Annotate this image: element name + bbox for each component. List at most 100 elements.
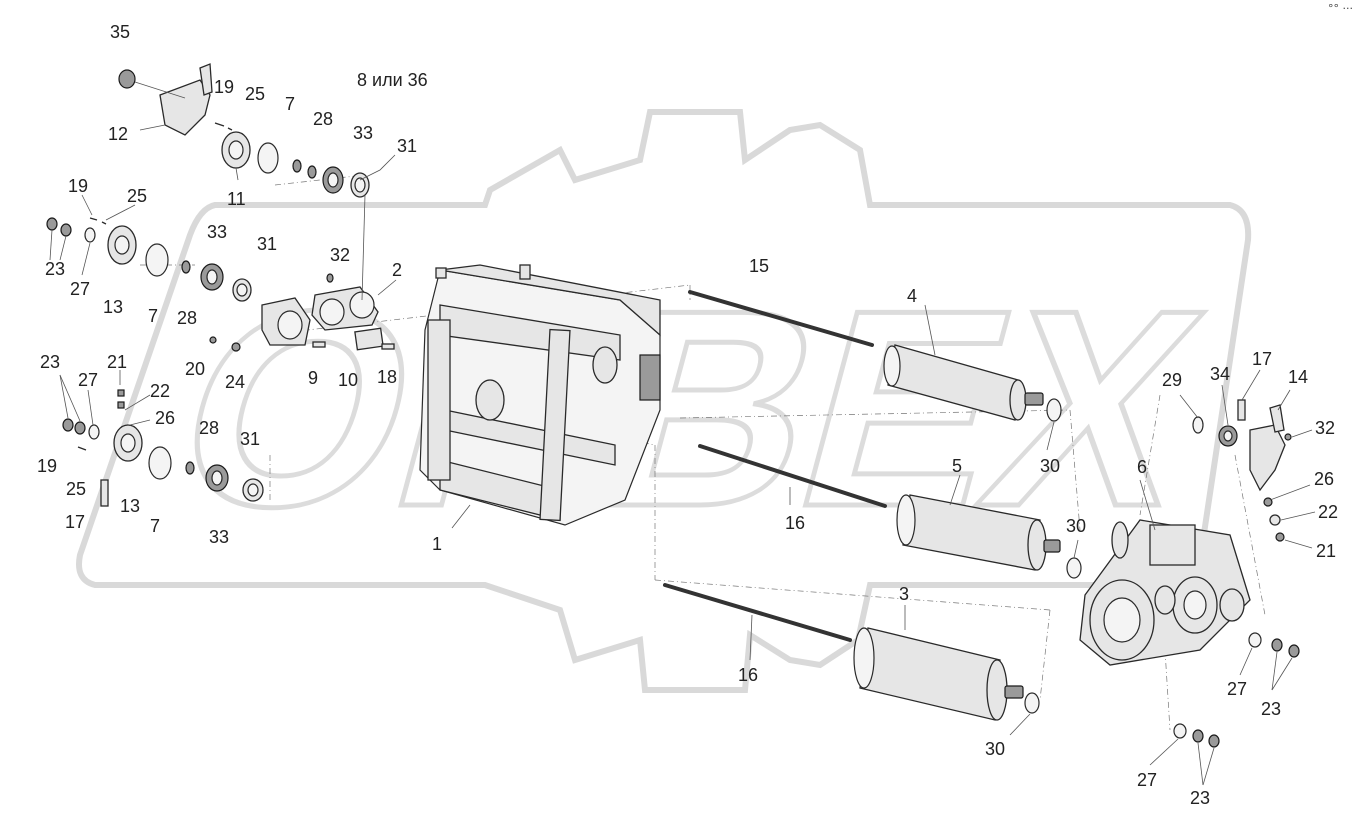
callout-11: 11 <box>227 189 246 209</box>
main-frame <box>419 264 661 526</box>
leader-lines <box>49 81 1316 786</box>
part-27-washer-b[interactable] <box>88 424 100 440</box>
callout-29: 29 <box>1162 370 1182 390</box>
part-27-washer-d[interactable] <box>1173 723 1187 739</box>
part-21-ball[interactable] <box>1275 532 1285 542</box>
part-29-ring[interactable] <box>1192 416 1204 434</box>
part-16-shaft-lower[interactable] <box>663 583 852 642</box>
part-23-nut-d[interactable] <box>1192 729 1204 743</box>
callout-23: 23 <box>45 259 65 279</box>
part-4-drum[interactable] <box>883 344 1044 421</box>
callout-17: 17 <box>1252 349 1272 369</box>
part-30-ring-c[interactable] <box>1024 692 1040 714</box>
part-14-lever[interactable] <box>1249 424 1286 492</box>
callout-27: 27 <box>78 370 98 390</box>
callout-6: 6 <box>1137 457 1147 477</box>
callout-19: 19 <box>68 176 88 196</box>
callout-7: 7 <box>148 306 158 326</box>
callout-labels: 35 19 25 7 8 или 36 28 33 31 12 11 19 25… <box>37 22 1338 808</box>
callout-13: 13 <box>120 496 140 516</box>
callout-23: 23 <box>1261 699 1281 719</box>
callout-28: 28 <box>199 418 219 438</box>
part-32-plug-a[interactable] <box>326 273 334 283</box>
callout-26: 26 <box>1314 469 1334 489</box>
callout-19: 19 <box>214 77 234 97</box>
part-15-shaft[interactable] <box>688 290 874 347</box>
part-23-nut-b[interactable] <box>62 418 74 432</box>
gearbox <box>1079 519 1251 666</box>
part-17-pin-a[interactable] <box>100 479 109 507</box>
callout-35: 35 <box>110 22 130 42</box>
callout-23: 23 <box>1190 788 1210 808</box>
left-middle-assembly <box>46 217 252 302</box>
callout-17: 17 <box>65 512 85 532</box>
callout-8-or-36: 8 или 36 <box>357 70 428 90</box>
shafts <box>663 290 887 642</box>
callout-7: 7 <box>285 94 295 114</box>
callout-25: 25 <box>66 479 86 499</box>
callout-33: 33 <box>209 527 229 547</box>
callout-15: 15 <box>749 256 769 276</box>
part-5-drum[interactable] <box>896 494 1061 571</box>
part-12-arm[interactable] <box>199 63 213 96</box>
callout-7: 7 <box>150 516 160 536</box>
callout-31: 31 <box>397 136 417 156</box>
part-18-bolt[interactable] <box>381 343 395 350</box>
callout-16: 16 <box>785 513 805 533</box>
callout-22: 22 <box>150 381 170 401</box>
callout-27: 27 <box>1137 770 1157 790</box>
drums <box>853 344 1082 721</box>
part-23-nut-a[interactable] <box>46 217 58 231</box>
right-lower-fasteners <box>1173 632 1300 748</box>
callout-28: 28 <box>177 308 197 328</box>
part-30-ring-b[interactable] <box>1066 557 1082 579</box>
part-17-pin-b[interactable] <box>1237 399 1246 421</box>
part-7-gasket-c[interactable] <box>148 446 172 480</box>
part-22-nut[interactable] <box>1269 514 1281 526</box>
part-26-a[interactable] <box>1263 497 1273 507</box>
callout-31: 31 <box>240 429 260 449</box>
part-28-c[interactable] <box>185 461 195 475</box>
part-23-nut-c[interactable] <box>1271 638 1283 652</box>
part-32-plug-b[interactable] <box>1284 433 1292 441</box>
callout-31: 31 <box>257 234 277 254</box>
callout-25: 25 <box>245 84 265 104</box>
callout-10: 10 <box>338 370 358 390</box>
callout-28: 28 <box>313 109 333 129</box>
part-16-shaft-upper[interactable] <box>698 444 887 508</box>
left-lower-assembly <box>62 389 264 507</box>
part-9-bolt[interactable] <box>312 341 326 348</box>
part-30-ring-a[interactable] <box>1046 398 1062 422</box>
callout-24: 24 <box>225 372 245 392</box>
callout-23: 23 <box>40 352 60 372</box>
part-10-plate[interactable] <box>354 327 384 351</box>
callout-9: 9 <box>308 368 318 388</box>
callout-12: 12 <box>108 124 128 144</box>
callout-30: 30 <box>1066 516 1086 536</box>
part-35[interactable] <box>118 69 136 89</box>
callout-19: 19 <box>37 456 57 476</box>
part-27-washer-c[interactable] <box>1248 632 1262 648</box>
part-27-washer-a[interactable] <box>84 227 96 243</box>
part-7-gasket-b[interactable] <box>145 243 169 277</box>
callout-21: 21 <box>1316 541 1336 561</box>
bearing-housings <box>209 273 395 352</box>
callout-1: 1 <box>432 534 442 554</box>
callout-4: 4 <box>907 286 917 306</box>
part-3-drum[interactable] <box>853 627 1024 721</box>
callout-27: 27 <box>1227 679 1247 699</box>
more-dots-icon[interactable]: °° ··· <box>1328 2 1353 15</box>
part-28-a[interactable] <box>292 159 302 173</box>
callout-33: 33 <box>207 222 227 242</box>
callout-34: 34 <box>1210 364 1230 384</box>
part-7-gasket-a[interactable] <box>257 142 279 174</box>
callout-26: 26 <box>155 408 175 428</box>
callout-27: 27 <box>70 279 90 299</box>
callout-13: 13 <box>103 297 123 317</box>
part-20-ball[interactable] <box>209 336 217 344</box>
callout-16: 16 <box>738 665 758 685</box>
part-28-b[interactable] <box>181 260 191 274</box>
part-24-ring[interactable] <box>231 342 241 352</box>
